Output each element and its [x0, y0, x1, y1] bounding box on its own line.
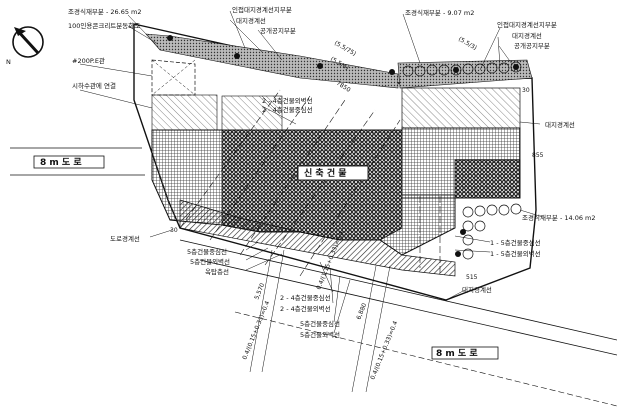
- dim-top-a: (5.5/75): [333, 40, 357, 58]
- bottom-road-label: 8 m 도 로: [436, 348, 478, 359]
- bottom-road: 8 m 도 로: [179, 239, 617, 407]
- label-floor15-wall: 1 - 5층건물외벽선: [490, 249, 541, 258]
- label-top-right-adjacent: 인접대지경계선지부분: [497, 20, 557, 29]
- building-lower-diag: [179, 199, 456, 277]
- label-b-f5-center2: 5층건물중심선: [300, 319, 340, 328]
- top-right-landscape-strip: [397, 59, 533, 89]
- building-label: 신 축 건 물: [304, 167, 347, 179]
- inner-light-block: [221, 95, 283, 131]
- leader-lines: [79, 10, 544, 334]
- dim-right-855: 855: [532, 152, 544, 159]
- label-top-mid-sidewalk: 공개공지부분: [260, 26, 296, 35]
- top-landscape-strip: [145, 33, 399, 89]
- left-light-hatch: [151, 94, 218, 131]
- label-top-right-sidewalk: 공개공지부분: [514, 41, 550, 50]
- dim-top-b: (5.5/3): [457, 36, 478, 52]
- tree-dots: [167, 35, 519, 257]
- label-floor24-center: 2 - 4층건물중심선: [262, 105, 313, 114]
- label-b-f24-wall: 2 - 4층건물외벽선: [280, 304, 331, 313]
- building-guide-lines: [179, 89, 441, 277]
- label-b-f24-center: 2 - 4층건물중심선: [280, 293, 331, 302]
- right-tower-lower: [454, 159, 521, 199]
- road-diagonals: [249, 249, 391, 393]
- label-top-mid-boundary: 대지경계선: [236, 16, 266, 25]
- dim-left-30: 30: [170, 227, 178, 234]
- landscape-circles: [402, 61, 522, 260]
- dim-bottom-515: 515: [466, 274, 478, 281]
- label-top-left-landscape: 조경식재부분 - 26.65 m2: [68, 7, 142, 16]
- label-bottom-right-boundary: 대지경계선: [462, 285, 492, 294]
- label-top-right-boundary: 대지경계선: [512, 31, 542, 40]
- north-arrow-icon: [12, 26, 44, 58]
- label-b-roof: 옥탑층선: [205, 267, 229, 276]
- label-left-boundary: 도로경계선: [110, 234, 140, 243]
- label-top-right-landscape: 조경식재부분 - 9.07 m2: [405, 8, 474, 17]
- label-b-f5-center: 5층건물중심선: [187, 247, 227, 256]
- left-road-label: 8 m 도 로: [40, 157, 82, 168]
- label-floor15-center: 1 - 5층건물중심선: [490, 238, 541, 247]
- label-left-existing: 시하수관에 연결: [72, 81, 116, 90]
- building-label-box: [297, 165, 369, 181]
- dim-right-top: 30: [522, 87, 530, 94]
- label-right-landscape: 조경식재부분 - 14.06 m2: [522, 213, 596, 222]
- label-top-mid-adjacent: 인접대지경계선지부분: [232, 5, 292, 14]
- right-tower-top: [401, 87, 521, 129]
- left-road: 8 m 도 로: [10, 147, 145, 176]
- dim-road-b: 6,880: [355, 302, 368, 321]
- label-b-f5-wall2: 5층건물외벽선: [300, 330, 340, 339]
- dim-diag-a: 0.4/(0.15+0.33)=0.4: [241, 300, 271, 361]
- label-left-item: #200P.E관: [72, 56, 105, 65]
- label-right-boundary: 대지경계선: [545, 120, 575, 129]
- label-floor24-wall: 2 - 4층건물외벽선: [262, 96, 313, 105]
- north-letter: N: [6, 58, 11, 66]
- label-top-left-fence: 100인용콘크리트분동화조: [68, 21, 140, 30]
- label-b-f5-wall: 5층건물외벽선: [190, 257, 230, 266]
- dashed-cross: [151, 59, 196, 96]
